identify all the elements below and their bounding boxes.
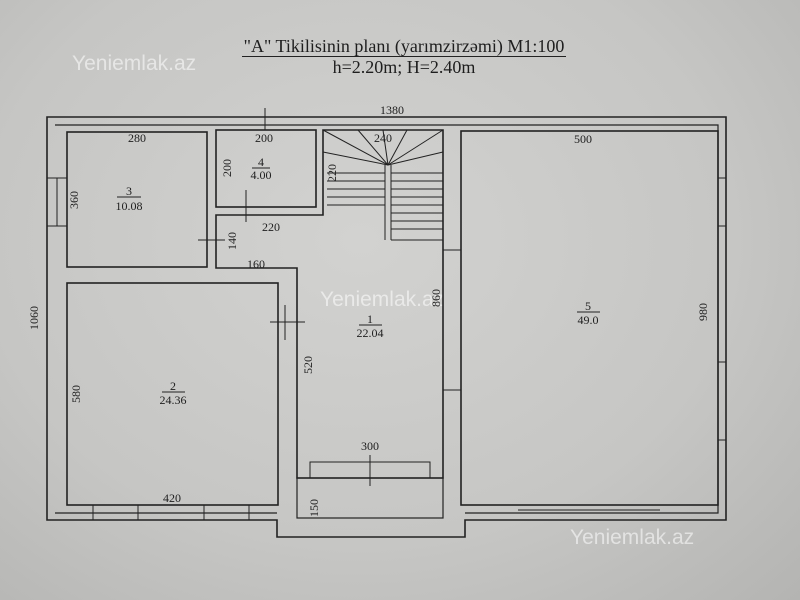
dim-passage-height: 140: [225, 232, 239, 250]
room-5-area: 49.0: [578, 313, 599, 327]
dim-room5-width: 500: [574, 132, 592, 146]
room-2: [66, 282, 279, 506]
dim-passage-width: 220: [262, 220, 280, 234]
plan-subtitle: h=2.20m; H=2.40m: [332, 57, 476, 77]
dim-hall-bottom: 300: [361, 439, 379, 453]
watermark: Yeniemlak.az: [72, 52, 197, 75]
room-4: [215, 129, 317, 208]
dim-room4-height: 200: [220, 159, 234, 177]
room-1-number: 1: [367, 312, 373, 326]
room-4-number: 4: [258, 155, 264, 169]
plan-title: "A" Tikilisinin planı (yarımzirzəmi) M1:…: [241, 36, 567, 57]
room-1-area: 22.04: [357, 326, 384, 340]
inner-wall-line: [55, 124, 719, 514]
dim-overall-width: 1380: [380, 103, 404, 117]
room-5-number: 5: [585, 299, 591, 313]
dim-hall-side: 520: [301, 356, 315, 374]
dim-entry-depth: 150: [307, 499, 321, 517]
dim-room4-width: 200: [255, 131, 273, 145]
windows: [46, 108, 727, 521]
dim-hall-height: 860: [429, 289, 443, 307]
dim-overall-height: 1060: [27, 306, 41, 330]
dim-room5-height: 980: [696, 303, 710, 321]
room-2-number: 2: [170, 379, 176, 393]
plan-title-block: "A" Tikilisinin planı (yarımzirzəmi) M1:…: [0, 36, 800, 77]
staircase: [322, 129, 444, 241]
dim-room2-height: 580: [69, 385, 83, 403]
dim-stair-height: 220: [325, 164, 339, 182]
watermark: Yeniemlak.az: [570, 526, 695, 549]
room-3-number: 3: [126, 184, 132, 198]
dim-hall-top: 160: [247, 257, 265, 271]
dim-stair-width: 240: [374, 131, 392, 145]
room-3-area: 10.08: [116, 199, 143, 213]
watermark: Yeniemlak.az: [320, 288, 445, 311]
room-4-area: 4.00: [251, 168, 272, 182]
dim-room3-height: 360: [67, 191, 81, 209]
outer-wall: [46, 116, 727, 538]
room-2-area: 24.36: [160, 393, 187, 407]
dim-room3-width: 280: [128, 131, 146, 145]
dim-room2-width: 420: [163, 491, 181, 505]
